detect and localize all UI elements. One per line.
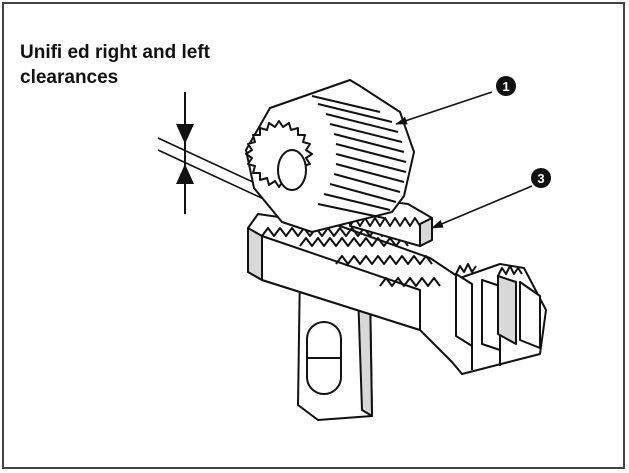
clearance-caption: Unifi ed right and left clearances — [20, 40, 210, 90]
callout-3-leader — [431, 185, 533, 229]
callout-1-badge: 1 — [496, 76, 516, 96]
callout-3-badge: 3 — [531, 168, 551, 188]
callout-1-number: 1 — [502, 79, 509, 94]
callout-1-leader — [395, 91, 493, 125]
feed-gear — [245, 79, 415, 233]
caption-line-2: clearances — [20, 67, 119, 88]
feed-dog-rack — [247, 213, 547, 375]
callout-3-number: 3 — [537, 171, 544, 186]
caption-line-1: Unifi ed right and left — [20, 42, 210, 63]
